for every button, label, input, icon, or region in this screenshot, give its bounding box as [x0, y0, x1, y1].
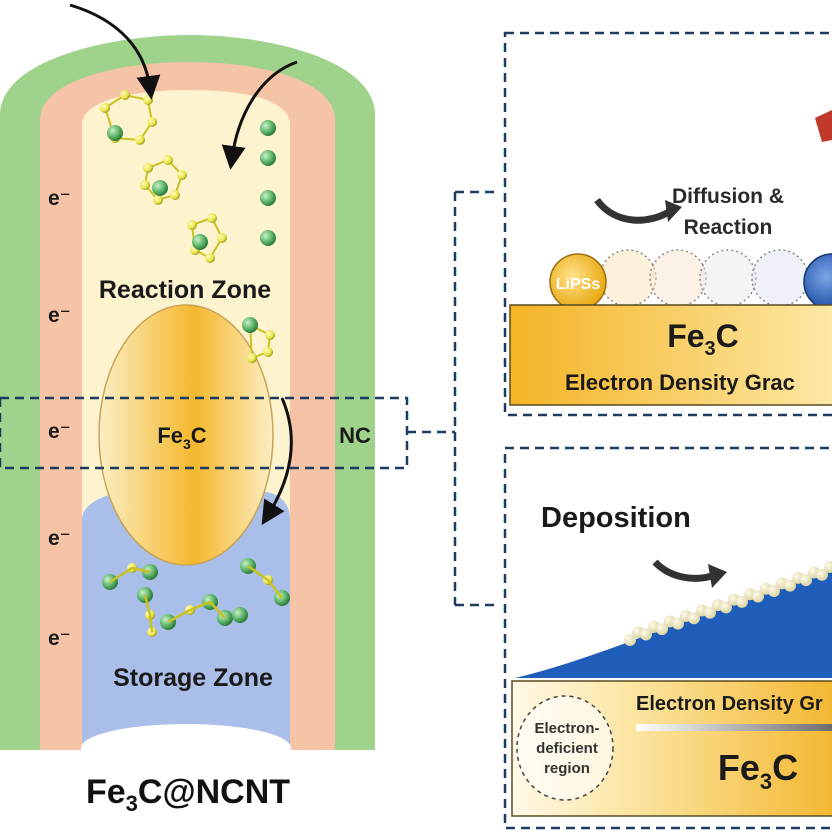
electron-label-2: e⁻ [48, 304, 71, 327]
deficient-line2: deficient [536, 740, 598, 757]
lithium-atom [107, 125, 123, 141]
sulfur-atom [163, 155, 173, 165]
deposit-seed [704, 606, 716, 619]
bottom-gradient-label: Electron Density Gr [636, 693, 823, 715]
deposit-seed [720, 601, 732, 614]
core-label: Fe3C [157, 423, 206, 452]
deposit-seeds [624, 561, 832, 646]
deposit-seed [768, 585, 780, 598]
reaction-zone-label: Reaction Zone [99, 276, 271, 304]
deposit-seed [800, 574, 812, 587]
sulfur-atom [205, 253, 215, 263]
lithium-atom [260, 230, 276, 246]
sulfur-atom [217, 233, 227, 243]
sulfur-atom [207, 213, 217, 223]
deficient-line1: Electron- [534, 720, 599, 737]
fe3c-core [98, 304, 274, 566]
deposit-seed [816, 568, 828, 581]
sulfur-atom [143, 163, 153, 173]
curved-arrow-right [221, 60, 298, 170]
sulfur-atom [177, 170, 187, 180]
sulfur-atom [143, 95, 153, 105]
fe3c-block-top-label: Fe3C [667, 318, 739, 360]
deposit-seed [672, 617, 684, 630]
diffusion-arrow [594, 197, 674, 224]
electron-label-4: e⁻ [48, 527, 71, 550]
deposit-seed [824, 561, 832, 573]
top-panel: Diffusion & Reaction LiPSs Fe3C Electron… [503, 31, 832, 417]
diffusion-label: Diffusion & [672, 185, 784, 208]
deposit-seed [752, 590, 764, 603]
deposition-arrow [652, 559, 717, 582]
lithium-atom [192, 234, 208, 250]
sulfur-atom [120, 90, 130, 100]
storage-zone-label: Storage Zone [113, 664, 273, 692]
deficient-region [516, 695, 614, 801]
sulfur-atom [187, 220, 197, 230]
lithium-atom [260, 120, 276, 136]
reaction-arrows [69, 3, 298, 526]
deposit-seed [784, 579, 796, 592]
red-arrow-fragment [815, 110, 832, 142]
sulfur-atom [263, 347, 273, 357]
sulfur-atom [135, 135, 145, 145]
lithium-atom [232, 607, 248, 623]
sulfur-atom [265, 330, 275, 340]
fe3c-block-bottom-label: Fe3C [718, 747, 798, 794]
lithium-atom [260, 190, 276, 206]
deposit-seed [656, 623, 668, 636]
deposit-seed [640, 628, 652, 641]
gradient-bar [636, 724, 832, 731]
lithium-atom [152, 180, 168, 196]
lithium-atoms [102, 120, 290, 630]
top-gradient-label: Electron Density Grac [565, 370, 795, 395]
deposit-seed [736, 595, 748, 608]
deposit-seed [624, 634, 636, 646]
sulfur-atom [147, 117, 157, 127]
sulfur-atom [153, 195, 163, 205]
sulfur-atom [140, 180, 150, 190]
electron-label-3: e⁻ [48, 420, 71, 443]
sulfur-atom [247, 353, 257, 363]
deposit-seed [688, 612, 700, 625]
curved-arrow-top [69, 3, 161, 100]
storage-chains [109, 564, 283, 633]
curved-arrow-core [261, 397, 293, 526]
lithium-atom [260, 150, 276, 166]
lithium-atom [242, 317, 258, 333]
electron-label-5: e⁻ [48, 627, 71, 650]
reaction-label: Reaction [684, 216, 773, 239]
bottom-panel: Deposition Electron Density Gr Electron-… [503, 446, 832, 830]
nc-label: NC [339, 423, 371, 448]
deposition-label: Deposition [541, 502, 691, 534]
lipss-label: LiPSs [556, 276, 601, 293]
blue-ball [803, 253, 832, 311]
fe3c-block-top [509, 304, 832, 406]
connectors [0, 190, 500, 607]
sulfur-atom [100, 103, 110, 113]
electron-labels: e⁻ e⁻ e⁻ e⁻ e⁻ [48, 187, 71, 650]
sulfur-atom [170, 190, 180, 200]
figure-title: Fe3C@NCNT [86, 773, 290, 816]
electron-label-1: e⁻ [48, 187, 71, 210]
deficient-line3: region [544, 760, 590, 777]
